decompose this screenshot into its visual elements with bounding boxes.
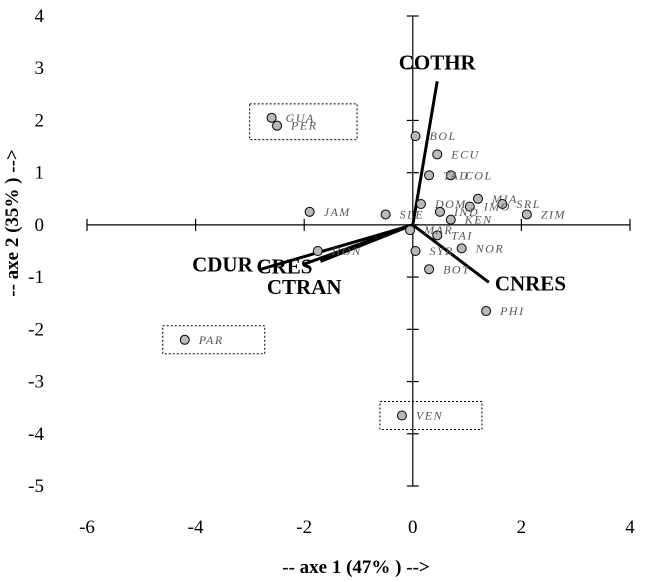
- point-label: PER: [290, 119, 318, 133]
- y-tick-label: -5: [28, 476, 44, 497]
- data-point: [432, 230, 443, 241]
- point-label: TAD: [443, 168, 469, 182]
- vector-label: CRES: [256, 254, 312, 278]
- data-point: [424, 264, 435, 275]
- point-label: COL: [465, 168, 493, 182]
- data-point: [312, 246, 323, 256]
- point-label: KEN: [464, 213, 493, 227]
- point-label: JAM: [324, 205, 351, 219]
- data-point: [380, 209, 391, 220]
- highlight-box: [379, 401, 483, 430]
- vector-label: COTHR: [399, 50, 477, 74]
- highlight-box: [249, 103, 358, 141]
- point-label: PHI: [499, 304, 524, 318]
- point-label: SYR: [430, 244, 455, 258]
- x-tick-label: -4: [188, 517, 204, 538]
- vector-line: [260, 223, 414, 271]
- point-label: BOT: [443, 262, 470, 276]
- highlight-box: [162, 325, 266, 355]
- data-point: [445, 170, 456, 181]
- data-point: [472, 193, 483, 204]
- y-tick-label: -4: [28, 424, 44, 445]
- point-label: BOL: [430, 129, 457, 143]
- vector-label: CNRES: [495, 271, 566, 295]
- point-label: VEN: [416, 409, 443, 423]
- point-label: ZIM: [541, 207, 566, 221]
- point-label: IMO: [483, 200, 511, 214]
- data-point: [456, 243, 467, 254]
- data-point: [272, 120, 283, 131]
- point-label: MIA: [491, 192, 518, 206]
- vector-line: [303, 223, 414, 266]
- data-point: [434, 206, 445, 217]
- point-label: SLE: [400, 207, 425, 221]
- point-label: IND: [453, 205, 479, 219]
- x-tick-label: -6: [79, 517, 95, 538]
- x-axis-title: -- axe 1 (47% ) -->: [282, 557, 429, 578]
- y-tick-label: -3: [28, 372, 44, 393]
- vector-line: [411, 81, 439, 226]
- x-tick-label: 4: [625, 517, 635, 538]
- data-point: [424, 170, 435, 181]
- point-label: HON: [331, 244, 362, 258]
- points: GUAPERBOLECUCOLTADMIASRLIMOZIMDOMINDKENJ…: [179, 111, 566, 423]
- x-tick-label: -2: [296, 517, 312, 538]
- data-point: [464, 201, 475, 212]
- data-point: [405, 225, 416, 236]
- y-tick-label: 1: [35, 163, 45, 184]
- point-label: ECU: [450, 147, 480, 161]
- y-tick-label: 4: [35, 6, 45, 27]
- data-point: [410, 246, 421, 256]
- x-tick-label: 2: [517, 517, 527, 538]
- point-label: GUA: [286, 111, 315, 125]
- highlight-boxes: [162, 103, 483, 430]
- y-tick-label: 3: [35, 58, 45, 79]
- y-tick-label: -1: [28, 267, 44, 288]
- data-point: [481, 306, 492, 317]
- x-tick-label: 0: [408, 517, 418, 538]
- vector-label: CTRAN: [267, 275, 342, 299]
- y-tick-label: 2: [35, 110, 45, 131]
- data-point: [304, 206, 315, 217]
- point-label: PAR: [198, 333, 224, 347]
- point-label: SRL: [516, 197, 541, 211]
- data-point: [497, 199, 508, 209]
- point-label: TAI: [451, 228, 473, 242]
- vector-line: [411, 223, 490, 284]
- data-point: [179, 334, 190, 345]
- vector-label: CDUR: [192, 252, 253, 276]
- y-tick-label: -2: [28, 319, 44, 340]
- data-point: [266, 112, 277, 123]
- data-point: [415, 199, 426, 209]
- point-label: MAR: [423, 223, 453, 237]
- data-point: [410, 131, 421, 142]
- y-tick-label: 0: [35, 215, 45, 236]
- point-label: NOR: [475, 241, 505, 255]
- y-axis-title: -- axe 2 (35% ) -->: [2, 149, 23, 296]
- data-point: [521, 209, 532, 220]
- data-point: [445, 214, 456, 225]
- data-point: [432, 149, 443, 160]
- data-point: [396, 410, 407, 421]
- tick-labels: -6 -4 -2 0 2 4 4 3 2 1 0 -1 -2 -3 -4 -5: [28, 6, 635, 538]
